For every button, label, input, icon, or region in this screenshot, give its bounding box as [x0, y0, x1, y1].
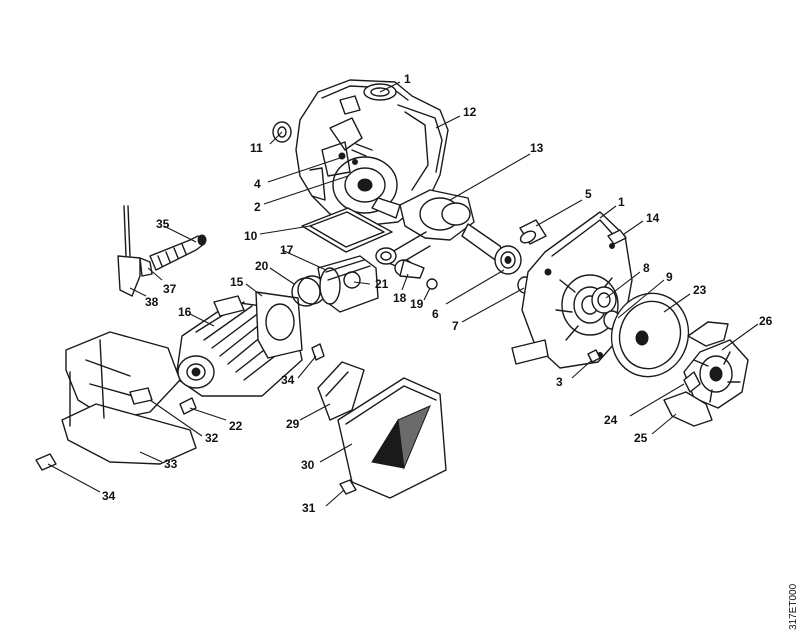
- screw-3-drawing: [587, 349, 601, 363]
- callout-34: 31: [302, 501, 316, 515]
- callout-11: 11: [250, 141, 263, 155]
- cylinder-gasket-drawing: [255, 291, 303, 359]
- callout-38: 38: [145, 295, 159, 309]
- callout-21: 21: [375, 277, 389, 291]
- screw-33-upper-drawing: [311, 343, 325, 361]
- callout-19: 19: [410, 297, 424, 311]
- ball-bearing-drawing: [494, 245, 522, 275]
- callout-5: 5: [585, 187, 592, 201]
- gasket-drawing: [301, 207, 393, 253]
- clutch-drum-drawing: [610, 292, 690, 378]
- callout-7: 7: [452, 319, 459, 333]
- callout-8: 8: [643, 261, 650, 275]
- callout-12: 12: [463, 105, 477, 119]
- callout-22: 22: [229, 419, 243, 433]
- shroud-drawing: [61, 331, 197, 465]
- drawing-code: 317ET000: [788, 583, 799, 630]
- callout-31: 32: [205, 431, 219, 445]
- callout-16: 16: [178, 305, 192, 319]
- connecting-rod-drawing: [375, 247, 397, 265]
- callout-2: 2: [254, 200, 261, 214]
- callout-37: 37: [163, 282, 177, 296]
- callout-24: 24: [604, 413, 618, 427]
- callout-3: 3: [556, 375, 563, 389]
- callout-9: 9: [666, 270, 673, 284]
- screw-14-drawing: [607, 229, 627, 245]
- callout-17: 17: [280, 243, 294, 257]
- crankcase-left-drawing: [295, 79, 449, 227]
- callout-labels: 1 11 12 13 4 2 10 5 1 14 8 9 23 26 6 7 3…: [102, 72, 799, 630]
- callout-30: 30: [301, 458, 315, 472]
- piston-drawing: [291, 255, 379, 313]
- callout-6: 6: [432, 307, 439, 321]
- seal-8-9-drawing: [591, 286, 621, 330]
- callout-35: 35: [156, 217, 170, 231]
- callout-25: 25: [634, 431, 648, 445]
- piston-pin-drawing: [394, 259, 438, 290]
- screw-33-lower-drawing: [35, 453, 57, 471]
- callout-33-lower: 34: [102, 489, 116, 503]
- callout-32: 33: [164, 457, 178, 471]
- callout-33-upper: 34: [281, 373, 295, 387]
- screw-22-drawing: [179, 397, 197, 415]
- leader-lines: [47, 81, 759, 507]
- spark-plug-boot-drawing: [117, 205, 207, 297]
- callout-13: 13: [530, 141, 544, 155]
- callout-14: 14: [646, 211, 660, 225]
- callout-20: 20: [255, 259, 269, 273]
- muffler-drawing: [317, 361, 447, 499]
- crankshaft-drawing: [371, 189, 507, 267]
- callout-15: 15: [230, 275, 244, 289]
- callout-26: 26: [759, 314, 773, 328]
- clutch-assembly-drawing: [663, 321, 749, 427]
- callout-1-upper: 1: [404, 72, 411, 86]
- callout-10: 10: [244, 229, 258, 243]
- callout-23: 23: [693, 283, 707, 297]
- callout-1-lower: 1: [618, 195, 625, 209]
- dowel-pin-drawing: [519, 219, 547, 245]
- callout-29: 29: [286, 417, 300, 431]
- callout-18: 18: [393, 291, 407, 305]
- callout-4: 4: [254, 177, 261, 191]
